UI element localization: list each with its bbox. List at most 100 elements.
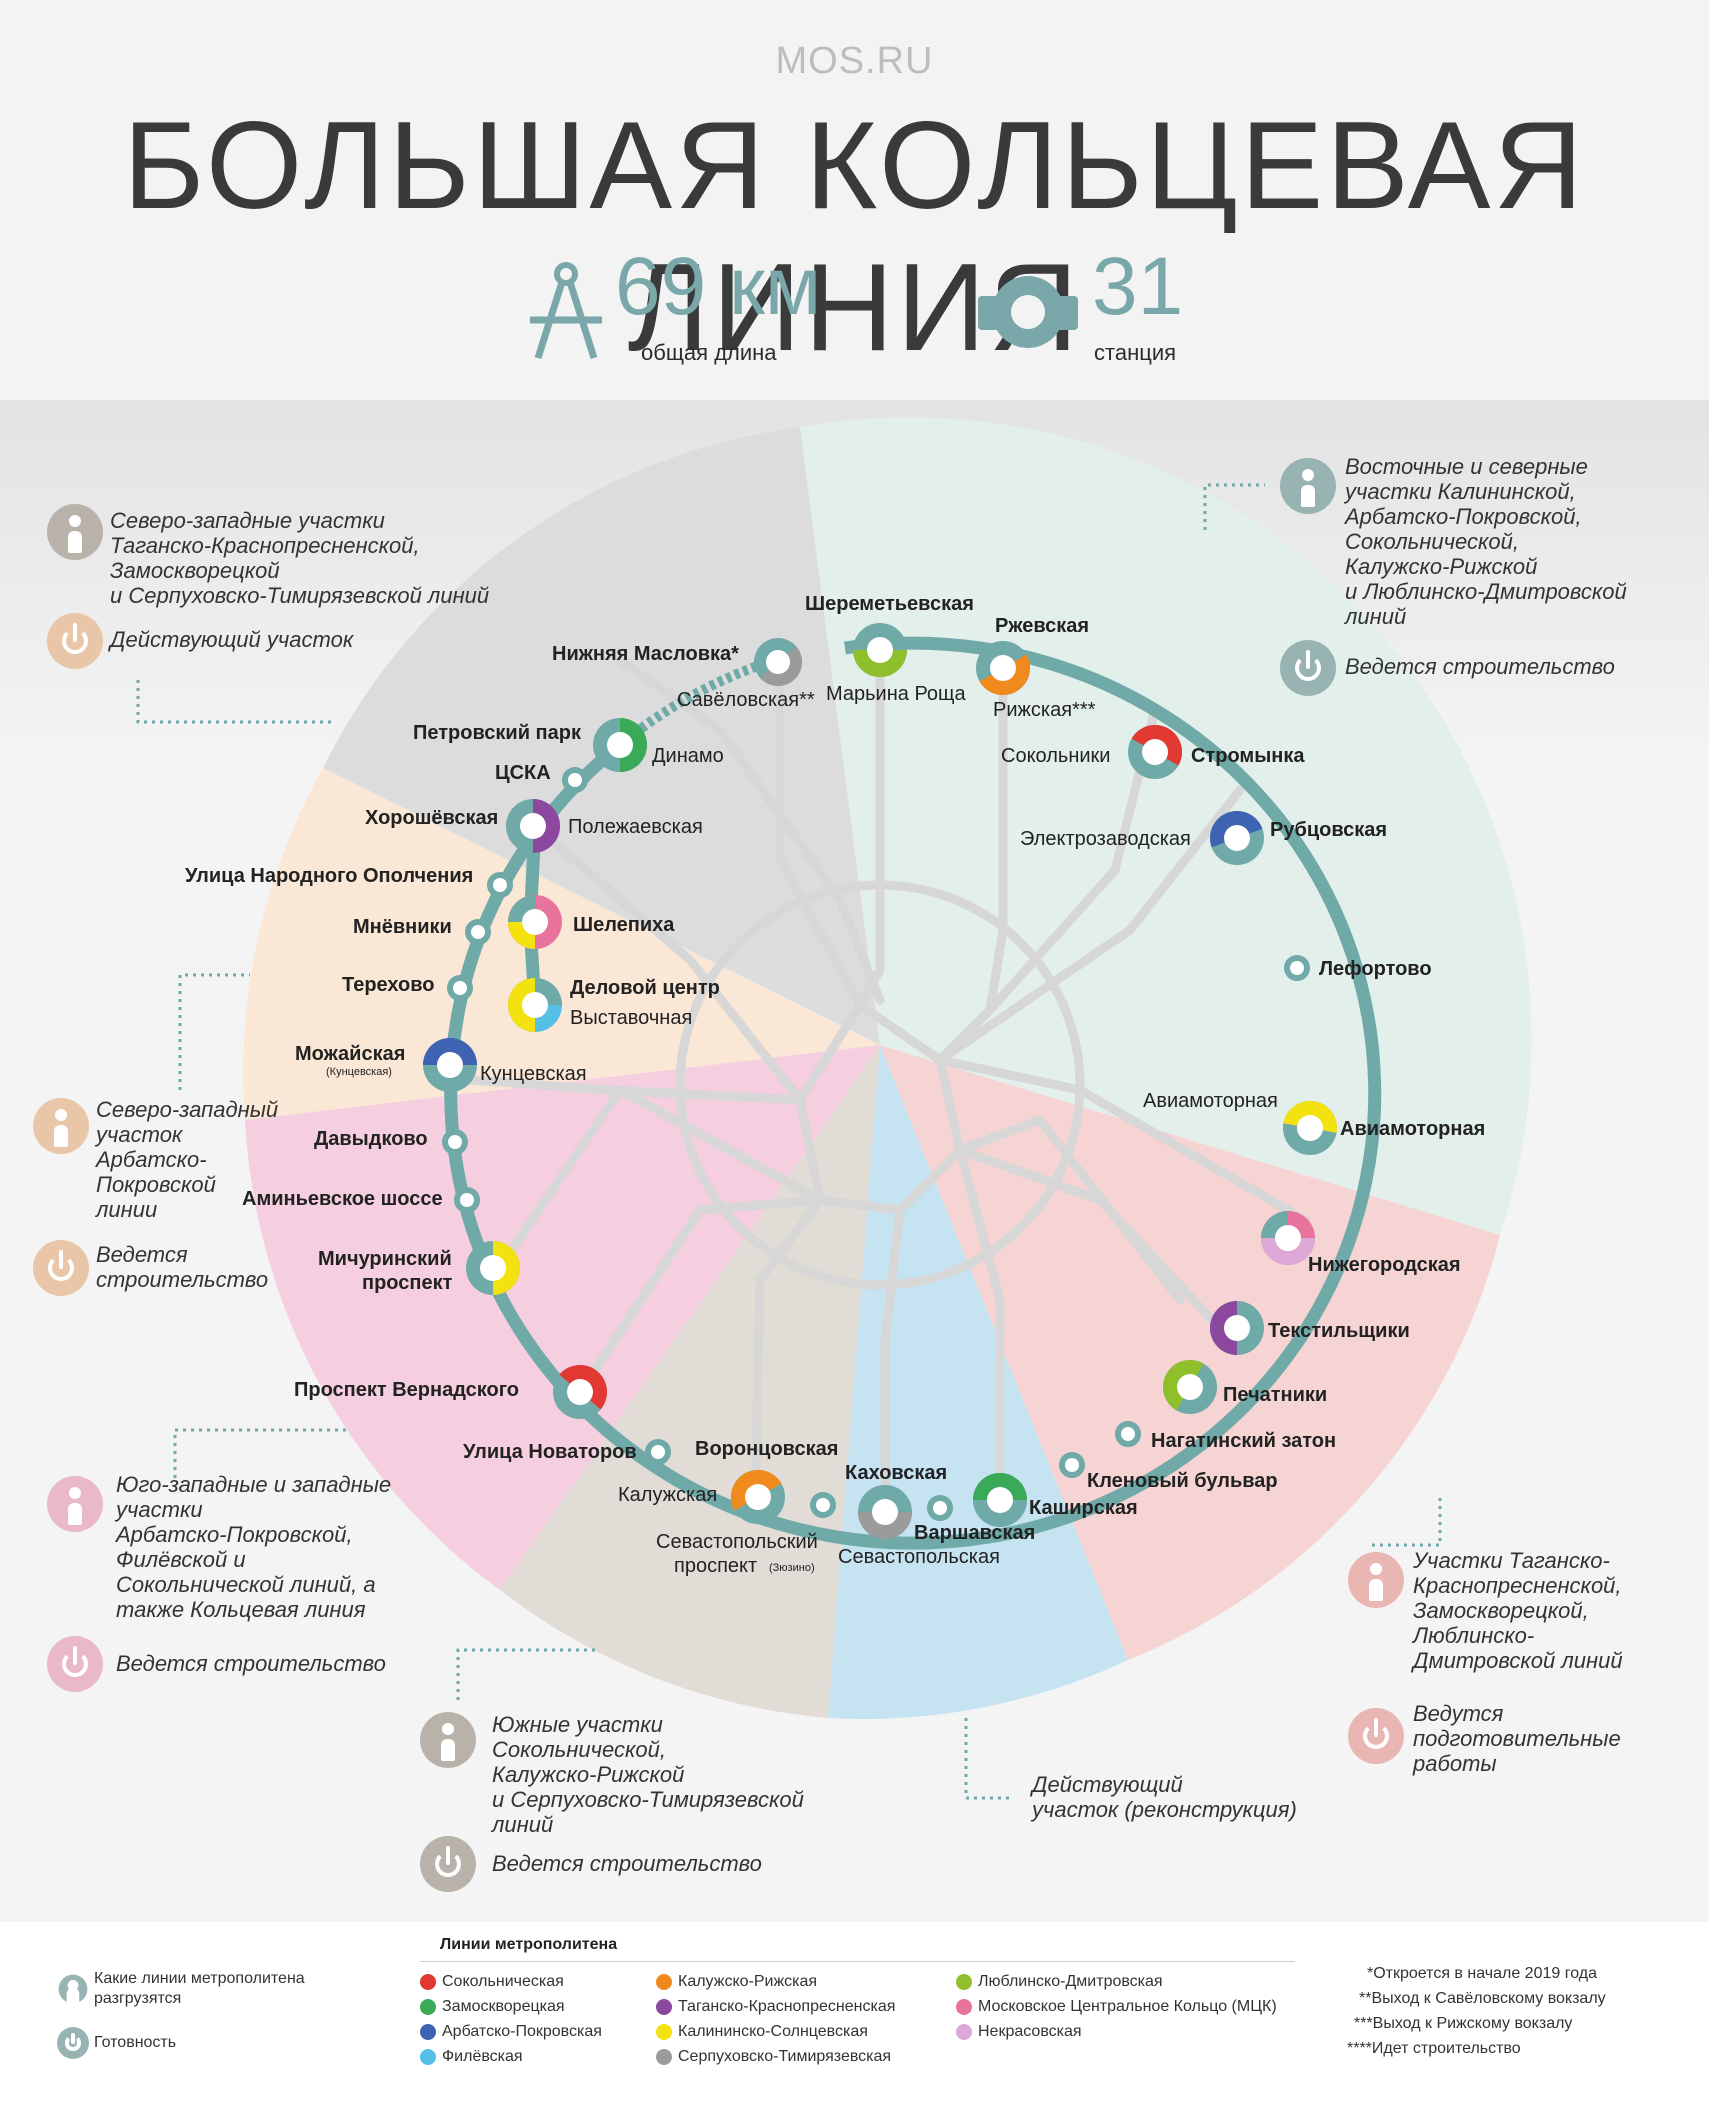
line-dot — [956, 1974, 972, 1990]
stations-value: 31 — [1092, 241, 1184, 332]
info-se-text: Действующий участок (реконструкция) — [1032, 1772, 1297, 1822]
legend-unload-label: Какие линии метрополитена разгрузятся — [94, 1970, 305, 2007]
label-tekstilshchiki: Текстильщики — [1268, 1320, 1410, 1342]
label-vystavochnaya: Выставочная — [570, 1007, 693, 1029]
transfer-kakhovskaya — [858, 1485, 912, 1539]
label-aviamotornaya: Авиамоторная — [1340, 1118, 1486, 1140]
label-petrovsky-park: Петровский парк — [413, 722, 581, 744]
label-rizhskaya: Рижская*** — [993, 699, 1096, 721]
line-dot — [956, 2024, 972, 2040]
info-nw-status: Действующий участок — [110, 627, 354, 652]
legend-divider — [420, 1961, 1295, 1962]
label-sev-prospekt-2: проспект — [674, 1555, 758, 1577]
person-icon — [1280, 458, 1336, 514]
sector-preparation-e — [880, 1045, 1500, 1660]
power-icon — [420, 1836, 476, 1892]
label-aviamotornaya-small: Авиамоторная — [1143, 1090, 1278, 1112]
person-icon — [1348, 1552, 1404, 1608]
label-nizhnyaya-maslovka: Нижняя Масловка* — [552, 643, 739, 665]
label-narodnogo-opolcheniya: Улица Народного Ополчения — [185, 865, 474, 887]
label-shelepikha: Шелепиха — [573, 914, 675, 936]
station-dot-tsska — [562, 767, 588, 793]
legend-ready-label: Готовность — [94, 2034, 177, 2051]
transfer-rizhskaya — [976, 641, 1030, 695]
footnote: ****Идет строительство — [1347, 2040, 1521, 2057]
station-dot-aminyevskoe — [454, 1187, 480, 1213]
station-dot-novatorov — [645, 1439, 671, 1465]
label-polezhaevskaya: Полежаевская — [568, 816, 703, 838]
person-icon — [33, 1098, 89, 1154]
length-value: 69 км — [615, 241, 822, 332]
transfer-tekstilshchiki — [1210, 1301, 1264, 1355]
label-sevastopolskaya: Севастопольская — [838, 1546, 1000, 1568]
label-nagatinsky: Нагатинский затон — [1151, 1430, 1337, 1452]
legend-line-label: Замоскворецкая — [442, 1998, 565, 2015]
label-pechatniki: Печатники — [1223, 1384, 1328, 1406]
transfer-dinamo — [593, 718, 647, 772]
info-e-text: Участки Таганско- Краснопресненской, Зам… — [1413, 1548, 1623, 1673]
person-icon — [47, 1476, 103, 1532]
transfer-elektrozavodskaya — [1210, 811, 1264, 865]
footnote: **Выход к Савёловскому вокзалу — [1359, 1990, 1606, 2007]
label-aminyevskoe: Аминьевское шоссе — [242, 1188, 443, 1210]
label-khoroshevskaya: Хорошёвская — [365, 807, 499, 829]
info-sw-status: Ведется строительство — [116, 1651, 386, 1676]
line-dot — [420, 1974, 436, 1990]
transfer-nizhegorodskaya — [1261, 1211, 1315, 1265]
label-ulitsa-novatorov: Улица Новаторов — [463, 1441, 637, 1463]
stations-label: станция — [1094, 340, 1177, 365]
callout-lines — [136, 483, 1442, 1800]
label-klenovy: Кленовый бульвар — [1087, 1470, 1278, 1492]
info-sw-text: Юго-западные и западные участки Арбатско… — [116, 1472, 392, 1622]
transfer-delovoy — [508, 978, 562, 1032]
label-mozhayskaya-sub: (Кунцевская) — [326, 1066, 392, 1078]
transfer-shelepikha — [508, 895, 562, 949]
line-dot — [420, 2049, 436, 2065]
power-icon — [1348, 1708, 1404, 1764]
label-mnevniki: Мнёвники — [353, 916, 452, 938]
sector-construction-s — [500, 1045, 880, 1718]
line-dot — [656, 1974, 672, 1990]
transfer-michurinsky — [466, 1241, 520, 1295]
legend-line-label: Московское Центральное Кольцо (МЦК) — [978, 1998, 1277, 2015]
label-dinamo: Динамо — [652, 745, 724, 767]
info-s-text: Южные участки Сокольнической, Калужско-Р… — [492, 1712, 804, 1837]
length-label: общая длина — [641, 340, 777, 365]
label-elektrozavodskaya: Электрозаводская — [1020, 828, 1191, 850]
person-icon — [58, 1974, 88, 2009]
legend-line-label: Калининско-Солнцевская — [678, 2023, 868, 2040]
power-icon — [57, 2027, 89, 2059]
power-icon — [47, 613, 103, 669]
label-sev-prospekt-1: Севастопольский — [656, 1531, 818, 1553]
label-lefortovo: Лефортово — [1319, 958, 1432, 980]
legend: Какие линии метрополитена разгрузятся Го… — [0, 1922, 1709, 2122]
label-sev-prospekt-zyuzino: (Зюзино) — [769, 1562, 815, 1574]
info-w-text: Северо-западный участок Арбатско- Покров… — [96, 1097, 279, 1222]
legend-line-label: Некрасовская — [978, 2023, 1082, 2040]
legend-line-label: Таганско-Краснопресненская — [678, 1998, 896, 2015]
label-michurinsky-1: Мичуринский — [318, 1248, 452, 1270]
station-dot-vorontsovskaya — [810, 1492, 836, 1518]
label-kashirskaya: Каширская — [1029, 1497, 1138, 1519]
label-michurinsky-2: проспект — [362, 1272, 453, 1294]
power-icon — [47, 1636, 103, 1692]
transfer-pechatniki — [1163, 1360, 1217, 1414]
station-dot-narodnogo — [487, 872, 513, 898]
label-stromynka: Стромынка — [1191, 745, 1305, 767]
label-nizhegorodskaya: Нижегородская — [1308, 1254, 1461, 1276]
legend-line-label: Серпуховско-Тимирязевская — [678, 2048, 892, 2065]
brand-logo: MOS.RU — [775, 40, 934, 82]
station-icon — [978, 276, 1078, 348]
footnote: ***Выход к Рижскому вокзалу — [1354, 2015, 1573, 2032]
info-nw-text: Северо-западные участки Таганско-Красноп… — [110, 508, 490, 608]
transfer-kuntsevskaya — [423, 1038, 477, 1092]
label-kuntsevskaya: Кунцевская — [480, 1063, 587, 1085]
label-davydkovo: Давыдково — [314, 1128, 428, 1150]
info-s-status: Ведется строительство — [492, 1851, 762, 1876]
ring-main — [444, 636, 1382, 1550]
page-title: БОЛЬШАЯ КОЛЬЦЕВАЯ ЛИНИЯ — [122, 97, 1587, 377]
footnote: *Откроется в начале 2019 года — [1367, 1965, 1597, 1982]
legend-line-label: Филёвская — [442, 2048, 523, 2065]
header: MOS.RU БОЛЬШАЯ КОЛЬЦЕВАЯ ЛИНИЯ 69 км общ… — [0, 0, 1709, 400]
label-terekhovo: Терехово — [342, 974, 435, 996]
